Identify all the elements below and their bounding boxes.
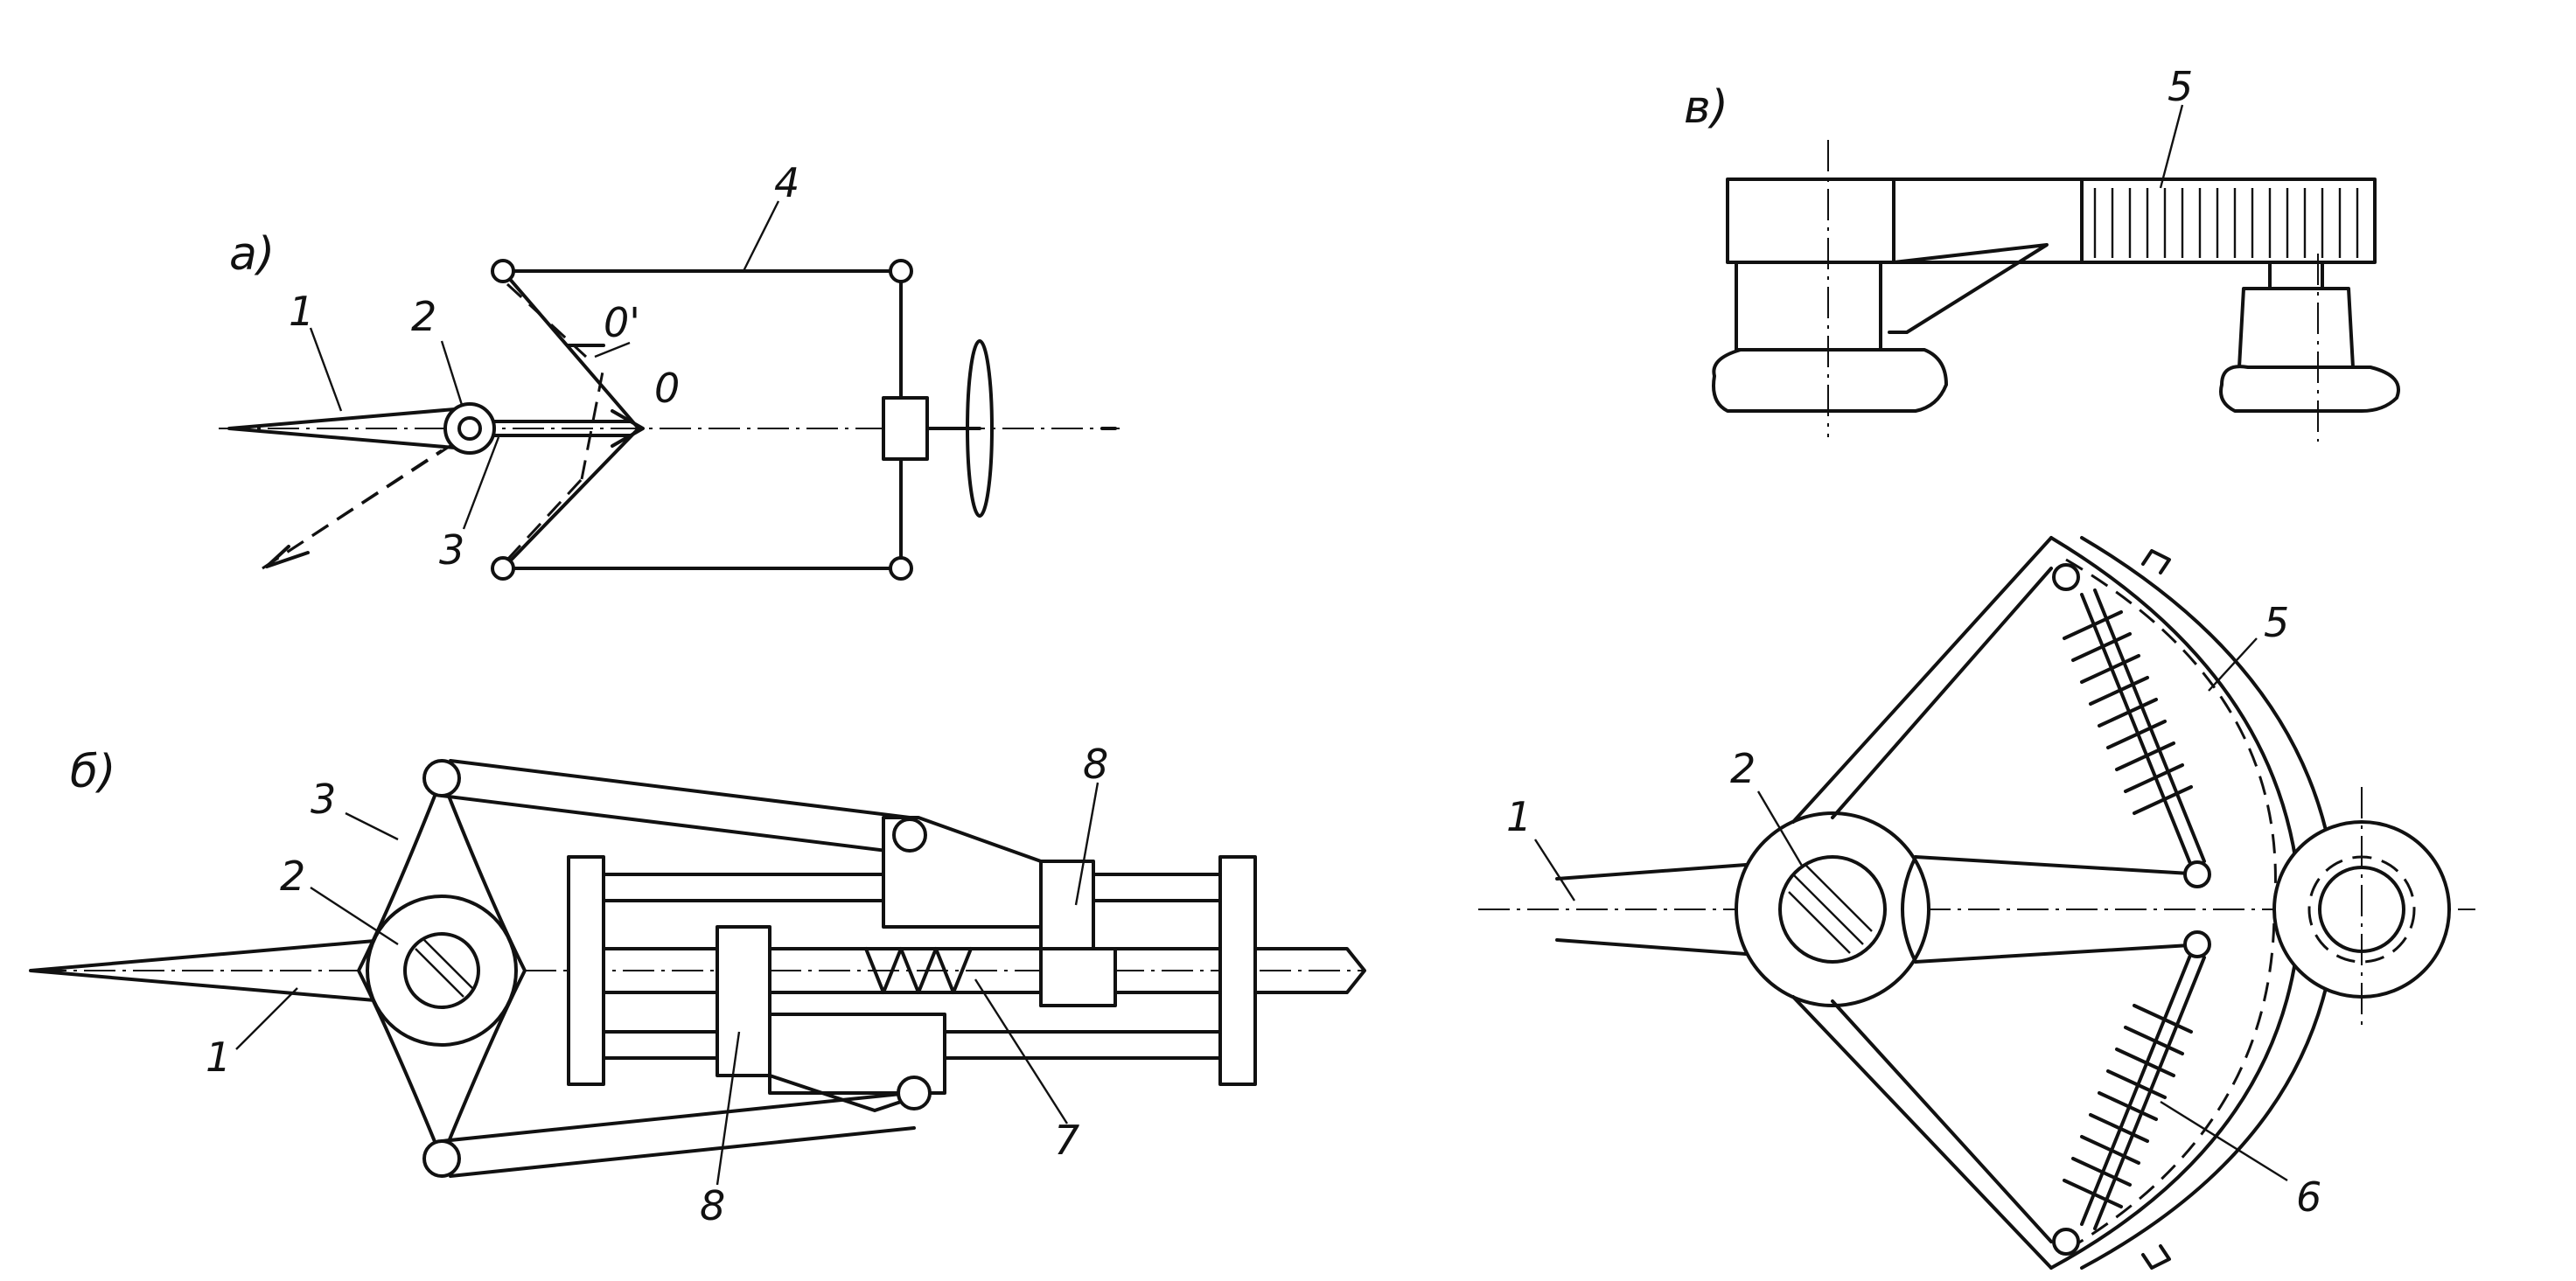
label-8-bottom: 8 (700, 1182, 725, 1229)
label-o: 0 (654, 365, 680, 412)
panel-v-plan-view: 1 2 5 6 (1478, 536, 2475, 1270)
panel-b-sketch: б) (29, 741, 1366, 1229)
frame (501, 269, 903, 570)
spring-upper (2063, 588, 2206, 867)
plate-left (567, 855, 605, 1086)
label-6: 6 (2296, 1173, 2321, 1221)
label-1: 1 (289, 288, 314, 335)
bushing (882, 396, 929, 461)
slider-lower (716, 925, 771, 1077)
plate-right (1218, 855, 1257, 1086)
panel-a-sketch: a) 1 2 3 4 0' 0 (219, 159, 1120, 581)
label-5-top: 5 (2168, 63, 2193, 110)
panel-v-side-view: в) 5 (1684, 63, 2400, 442)
brake-shoe (2080, 178, 2377, 264)
label-2: 2 (280, 853, 305, 900)
hub (443, 402, 496, 455)
label-3: 3 (311, 776, 336, 823)
label-7: 7 (1054, 1117, 1079, 1164)
spring (864, 947, 973, 994)
label-3: 3 (439, 526, 464, 574)
link-lower (440, 1091, 916, 1178)
link-upper (440, 759, 911, 854)
curved-shoe (2049, 536, 2302, 1270)
label-o-prime: 0' (604, 299, 640, 346)
deflected-pointer (262, 435, 464, 570)
spring-lower (2063, 951, 2206, 1230)
lever-frame (1791, 536, 2053, 1270)
label-4: 4 (774, 159, 799, 206)
panel-a-label: a) (229, 228, 275, 281)
label-8-top: 8 (1083, 741, 1108, 788)
label-5: 5 (2264, 599, 2289, 646)
label-2: 2 (411, 293, 436, 340)
label-1: 1 (1506, 793, 1532, 840)
panel-b-label: б) (70, 746, 115, 798)
label-2: 2 (1730, 745, 1756, 792)
handwheel (966, 339, 994, 518)
panel-v-label: в) (1684, 81, 1728, 134)
label-1: 1 (206, 1034, 231, 1081)
